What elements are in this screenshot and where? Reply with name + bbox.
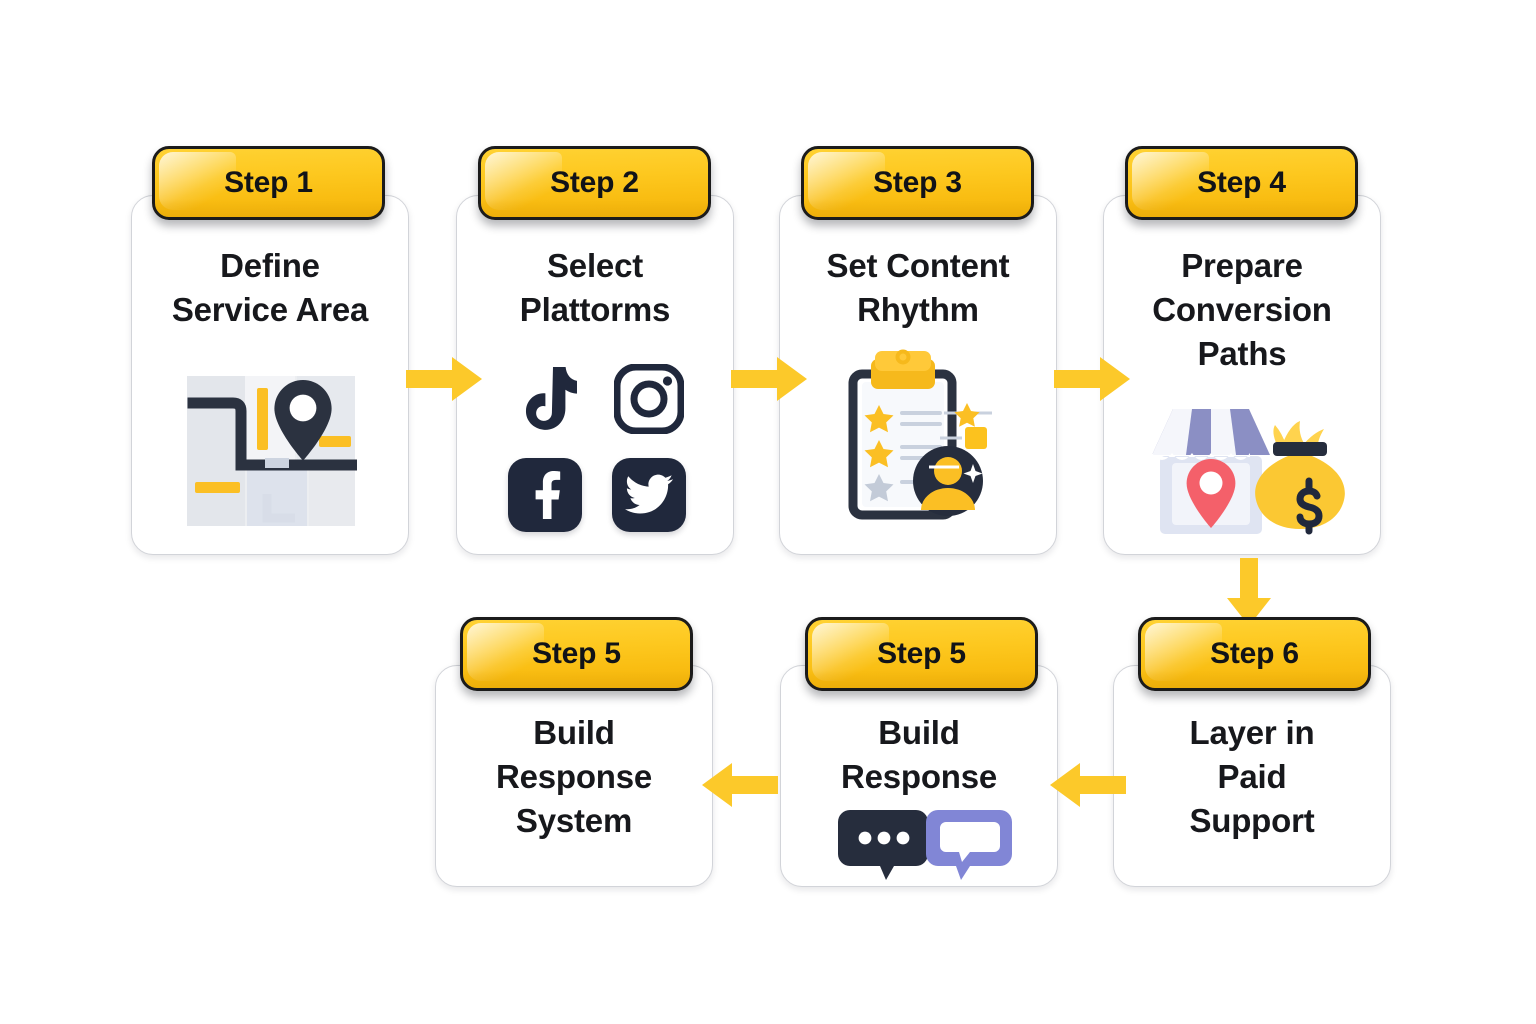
twitter-icon <box>612 458 686 532</box>
step-badge-4[interactable]: Step 4 <box>1125 146 1358 220</box>
step-card-2[interactable]: Select Plattorms <box>456 195 734 555</box>
step-badge-2-label: Step 2 <box>550 166 639 199</box>
step-badge-1[interactable]: Step 1 <box>152 146 385 220</box>
storefront-moneybag-icon <box>1134 401 1354 541</box>
step-badge-3[interactable]: Step 3 <box>801 146 1034 220</box>
step-card-1-title: Define Service Area <box>171 247 369 328</box>
clipboard-checklist-icon <box>820 346 1020 536</box>
arrow-step2-to-step3 <box>729 355 809 408</box>
step-card-6[interactable]: Layer in Paid Support <box>1113 665 1391 887</box>
step-card-4[interactable]: Prepare Conversion Paths <box>1103 195 1381 555</box>
arrow-step5b-to-step5a <box>700 761 780 814</box>
arrow-step6-to-step5b <box>1048 761 1128 814</box>
arrow-step3-to-step4 <box>1052 355 1132 408</box>
step-card-3-title: Set Content Rhythm <box>826 247 1010 328</box>
step-badge-4-label: Step 4 <box>1197 166 1286 199</box>
step-badge-5b[interactable]: Step 5 <box>805 617 1038 691</box>
chat-bubbles-icon <box>820 808 1020 884</box>
step-card-6-title: Layer in Paid Support <box>1189 714 1315 839</box>
map-location-icon <box>181 368 361 533</box>
step-card-5b-title: Build Response <box>840 714 998 795</box>
step-card-5b[interactable]: Build Response <box>780 665 1058 887</box>
step-card-2-title: Select Plattorms <box>519 247 671 328</box>
step-badge-1-label: Step 1 <box>224 166 313 199</box>
arrow-step1-to-step2 <box>404 355 484 408</box>
step-badge-5b-label: Step 5 <box>877 637 966 670</box>
step-card-3[interactable]: Set Content Rhythm <box>779 195 1057 555</box>
facebook-icon <box>508 458 582 532</box>
instagram-icon <box>609 359 689 439</box>
step-card-5a[interactable]: Build Response System <box>435 665 713 887</box>
step-badge-5a[interactable]: Step 5 <box>460 617 693 691</box>
step-badge-6[interactable]: Step 6 <box>1138 617 1371 691</box>
step-badge-6-label: Step 6 <box>1210 637 1299 670</box>
tiktok-icon <box>505 359 585 439</box>
arrow-step4-to-step6 <box>1224 556 1274 633</box>
step-card-5a-title: Build Response System <box>495 714 653 839</box>
step-card-4-title: Prepare Conversion Paths <box>1152 247 1332 372</box>
step-badge-5a-label: Step 5 <box>532 637 621 670</box>
step-card-1[interactable]: Define Service Area <box>131 195 409 555</box>
step-badge-3-label: Step 3 <box>873 166 962 199</box>
step-badge-2[interactable]: Step 2 <box>478 146 711 220</box>
social-platforms-icon <box>501 352 693 542</box>
